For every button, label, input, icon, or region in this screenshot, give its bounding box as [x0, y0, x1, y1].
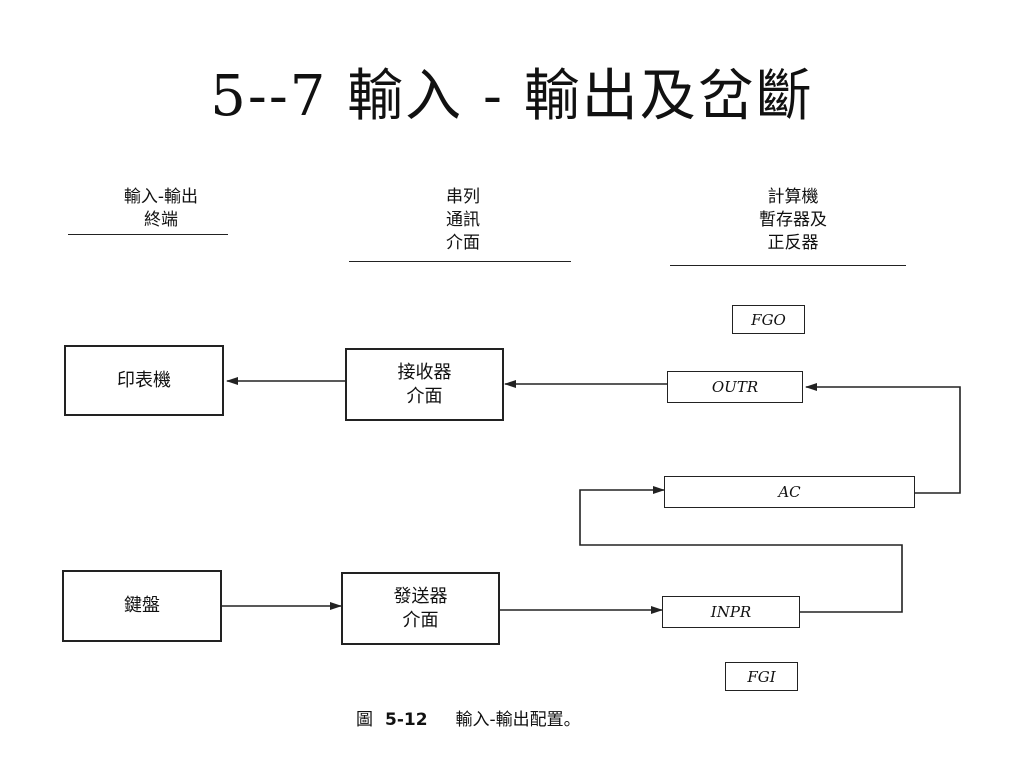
receiver-interface-line2: 介面 [406, 385, 443, 407]
figure-caption-number: 5-12 [385, 710, 428, 730]
column-heading-serial-line2: 通訊 [446, 210, 480, 230]
transmitter-interface-line1: 發送器 [393, 585, 448, 607]
column-rule-serial [349, 261, 571, 262]
transmitter-interface-line2: 介面 [402, 609, 439, 631]
keyboard-label: 鍵盤 [124, 595, 160, 616]
column-rule-terminal [68, 234, 228, 235]
column-heading-terminal-line2: 終端 [144, 210, 178, 230]
column-heading-computer: 計算機 暫存器及 正反器 [710, 186, 876, 255]
receiver-interface-line1: 接收器 [397, 361, 452, 383]
figure-caption: 圖 5-12 輸入-輸出配置。 [356, 708, 581, 732]
printer-box: 印表機 [64, 345, 224, 416]
column-rule-computer [670, 265, 906, 266]
column-heading-terminal-line1: 輸入-輸出 [123, 187, 199, 207]
ac-register: AC [664, 476, 915, 508]
figure-caption-label: 圖 [356, 710, 373, 730]
fgi-flag: FGI [725, 662, 798, 691]
receiver-interface-box: 接收器 介面 [345, 348, 504, 421]
slide-title: 5--7 輸入 - 輸出及岔斷 [210, 64, 814, 129]
arrow-inpr-to-ac [579, 486, 903, 613]
column-heading-computer-line2: 暫存器及 [759, 210, 827, 230]
figure-caption-text: 輸入-輸出配置。 [455, 710, 581, 730]
printer-label: 印表機 [117, 369, 171, 391]
column-heading-computer-line1: 計算機 [767, 187, 819, 207]
inpr-register: INPR [662, 596, 800, 628]
arrow-ac-to-outr [805, 383, 961, 494]
column-heading-terminal: 輸入-輸出 終端 [78, 186, 244, 232]
transmitter-interface-box: 發送器 介面 [341, 572, 500, 645]
column-heading-computer-line3: 正反器 [767, 233, 819, 253]
column-heading-serial-line3: 介面 [446, 233, 480, 253]
outr-register: OUTR [667, 371, 803, 403]
fgo-flag: FGO [732, 305, 805, 334]
column-heading-serial-line1: 串列 [446, 187, 480, 207]
column-heading-serial: 串列 通訊 介面 [380, 186, 546, 255]
keyboard-box: 鍵盤 [62, 570, 222, 642]
